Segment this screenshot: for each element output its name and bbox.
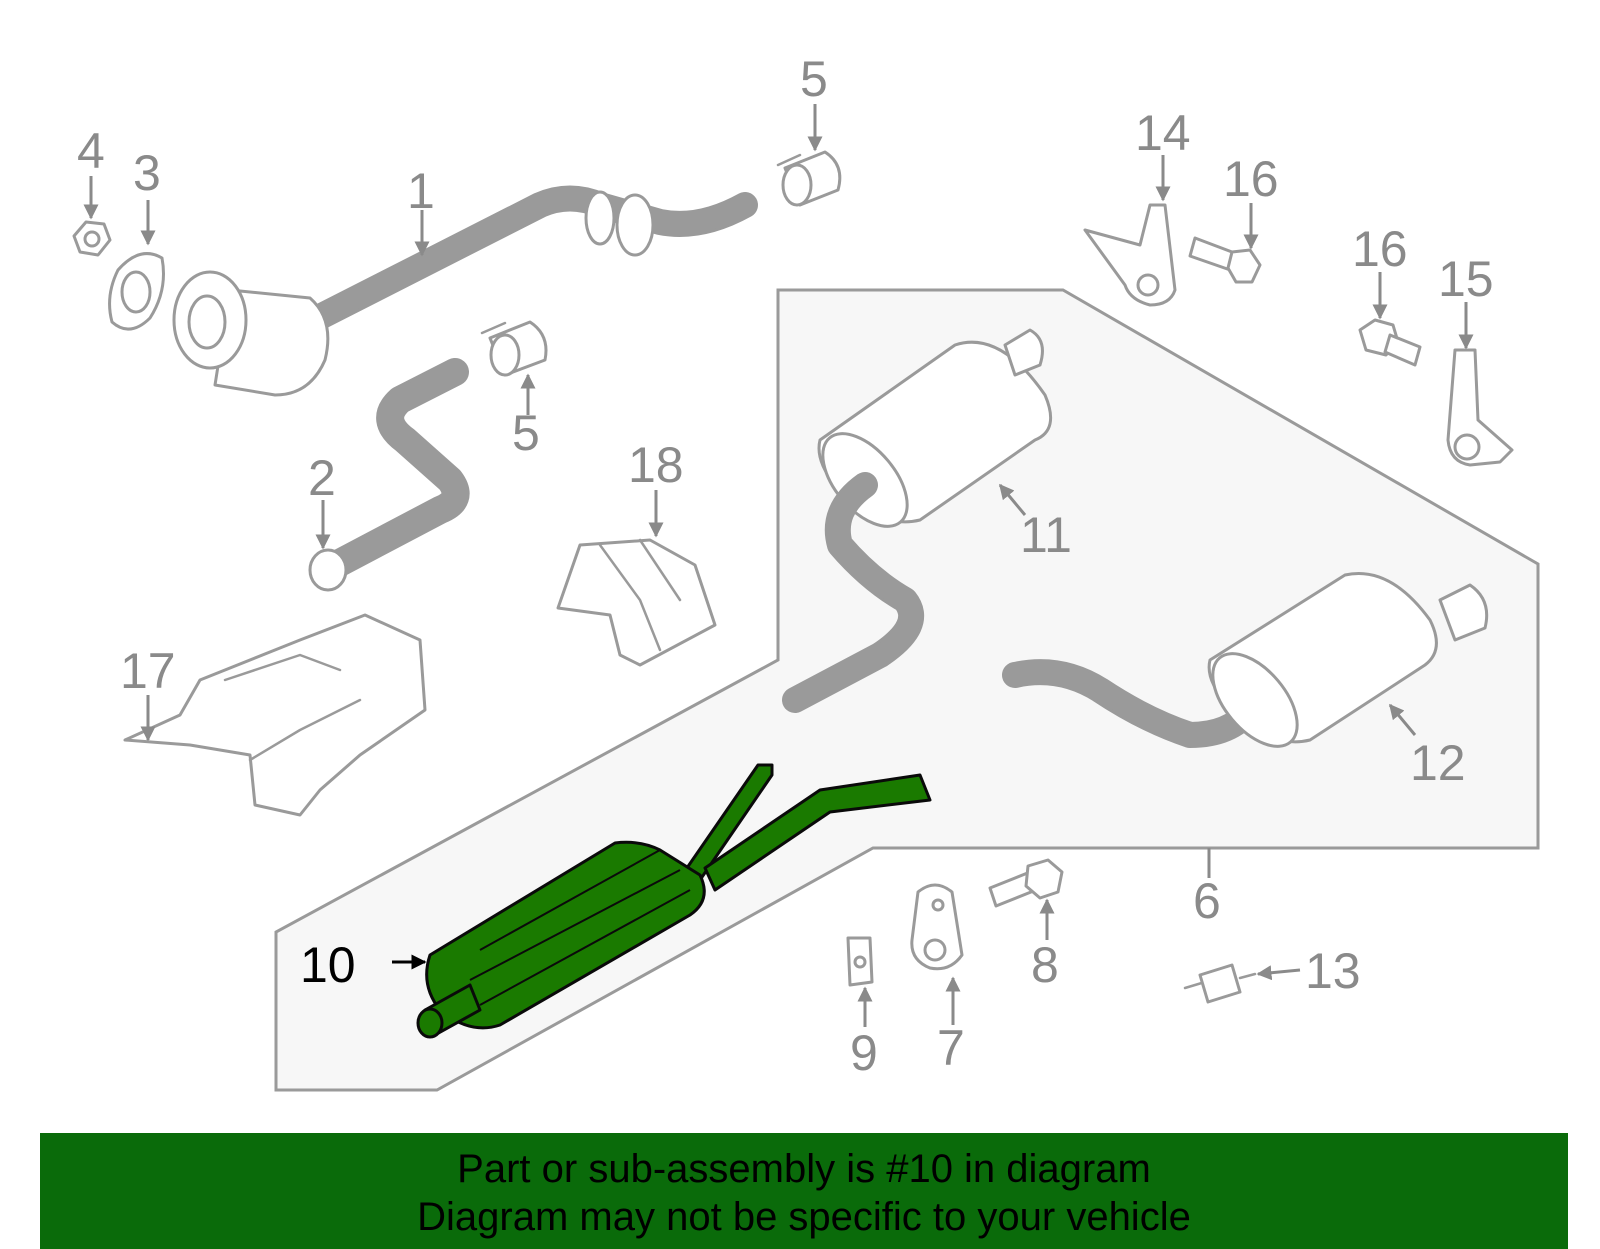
- part-9-clip: [846, 936, 874, 987]
- callout-18: 18: [628, 437, 684, 493]
- part-11-muffler: [782, 328, 1053, 713]
- callout-2: 2: [308, 450, 336, 506]
- callout-16-upper: 16: [1223, 151, 1279, 207]
- callout-13: 13: [1305, 943, 1361, 999]
- callout-1: 1: [407, 163, 435, 219]
- callout-15: 15: [1438, 251, 1494, 307]
- callout-9: 9: [850, 1025, 878, 1081]
- callout-16-lower: 16: [1352, 221, 1408, 277]
- part-5-clamp-upper: [776, 150, 842, 207]
- part-1-front-pipe: [172, 185, 758, 397]
- callout-11: 11: [1020, 507, 1072, 563]
- part-3-gasket: [108, 252, 165, 331]
- part-17-heat-shield: [123, 613, 427, 817]
- callout-8: 8: [1031, 937, 1059, 993]
- callout-arrows: [83, 104, 1474, 1027]
- part-8-bolt: [988, 858, 1064, 908]
- callout-17: 17: [120, 643, 176, 699]
- callout-5-lower: 5: [512, 405, 540, 461]
- callout-4: 4: [77, 123, 105, 179]
- callout-12: 12: [1410, 735, 1466, 791]
- part-10-center-muffler: [416, 763, 932, 1039]
- part-7-hanger: [910, 883, 964, 971]
- part-2-pipe: [308, 358, 470, 592]
- callout-3: 3: [133, 145, 161, 201]
- callout-7: 7: [937, 1020, 965, 1076]
- part-14-bracket: [1083, 203, 1177, 307]
- banner-line-2: Diagram may not be specific to your vehi…: [417, 1195, 1191, 1239]
- part-16-bolt-upper: [1188, 236, 1262, 284]
- part-5-clamp-lower: [480, 320, 548, 377]
- part-16-bolt-lower: [1358, 318, 1422, 367]
- banner-line-1: Part or sub-assembly is #10 in diagram: [457, 1147, 1151, 1191]
- callout-5-upper: 5: [800, 51, 828, 107]
- part-15-hanger-bracket: [1446, 348, 1514, 467]
- callout-6: 6: [1193, 873, 1221, 929]
- callout-14: 14: [1135, 105, 1191, 161]
- callout-10: 10: [300, 937, 356, 993]
- part-4-nut: [72, 220, 112, 257]
- part-18-heat-shield: [556, 538, 717, 667]
- part-12-muffler: [1002, 572, 1489, 748]
- part-13-insulator: [1183, 963, 1257, 1004]
- info-banner: Part or sub-assembly is #10 in diagram D…: [40, 1133, 1568, 1249]
